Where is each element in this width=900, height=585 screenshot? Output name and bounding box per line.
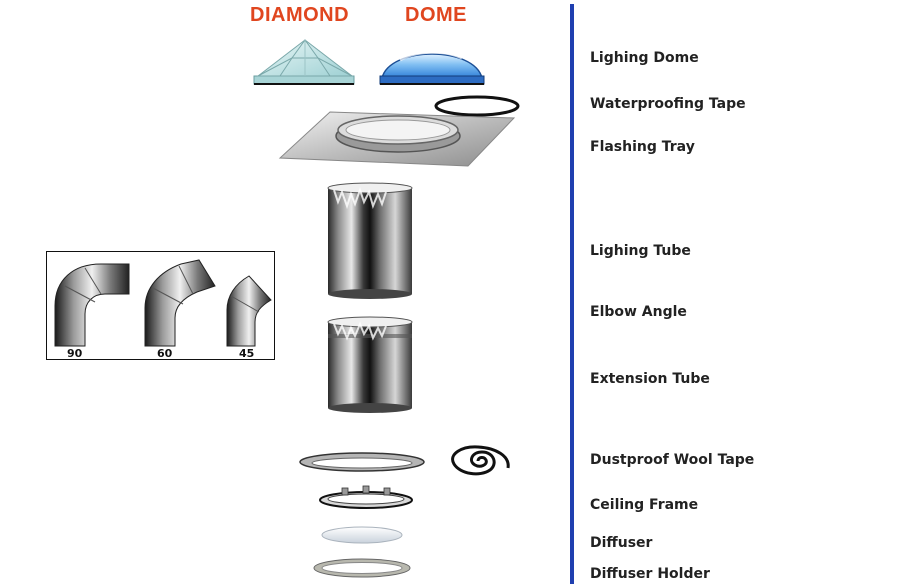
ceiling-frame-image	[319, 485, 413, 509]
legend-divider	[570, 4, 574, 584]
label-waterproofing-tape: Waterproofing Tape	[590, 96, 746, 112]
label-diffuser-holder: Diffuser Holder	[590, 566, 710, 582]
label-lighting-tube: Lighing Tube	[590, 243, 691, 259]
label-diffuser: Diffuser	[590, 535, 653, 551]
elbow-angle-60-label: 60	[157, 347, 173, 360]
elbow-45-image	[226, 275, 272, 347]
round-dome-image	[379, 50, 485, 85]
diffuser-holder-image	[313, 558, 411, 578]
elbow-angle-90-label: 90	[67, 347, 83, 360]
label-elbow-angle: Elbow Angle	[590, 304, 687, 320]
dustproof-ring-image	[299, 452, 425, 472]
extension-tube-image	[327, 316, 413, 413]
diamond-dome-title: DIAMOND	[250, 4, 350, 26]
elbow-angle-45-label: 45	[239, 347, 255, 360]
label-lighting-dome: Lighing Dome	[590, 50, 699, 66]
elbow-angle-panel: 90 60 45	[46, 251, 275, 360]
label-extension-tube: Extension Tube	[590, 371, 710, 387]
diamond-dome-image	[253, 39, 355, 85]
elbow-60-image	[144, 259, 216, 347]
dustproof-coil-image	[451, 445, 510, 476]
round-dome-title: DOME	[405, 4, 467, 26]
waterproofing-tape-image	[434, 95, 520, 117]
label-flashing-tray: Flashing Tray	[590, 139, 695, 155]
label-ceiling-frame: Ceiling Frame	[590, 497, 699, 513]
lighting-tube-image	[327, 182, 413, 299]
diffuser-image	[321, 526, 403, 544]
label-dustproof-wool-tape: Dustproof Wool Tape	[590, 452, 755, 468]
elbow-90-image	[54, 263, 130, 347]
flashing-tray-image	[278, 111, 516, 167]
